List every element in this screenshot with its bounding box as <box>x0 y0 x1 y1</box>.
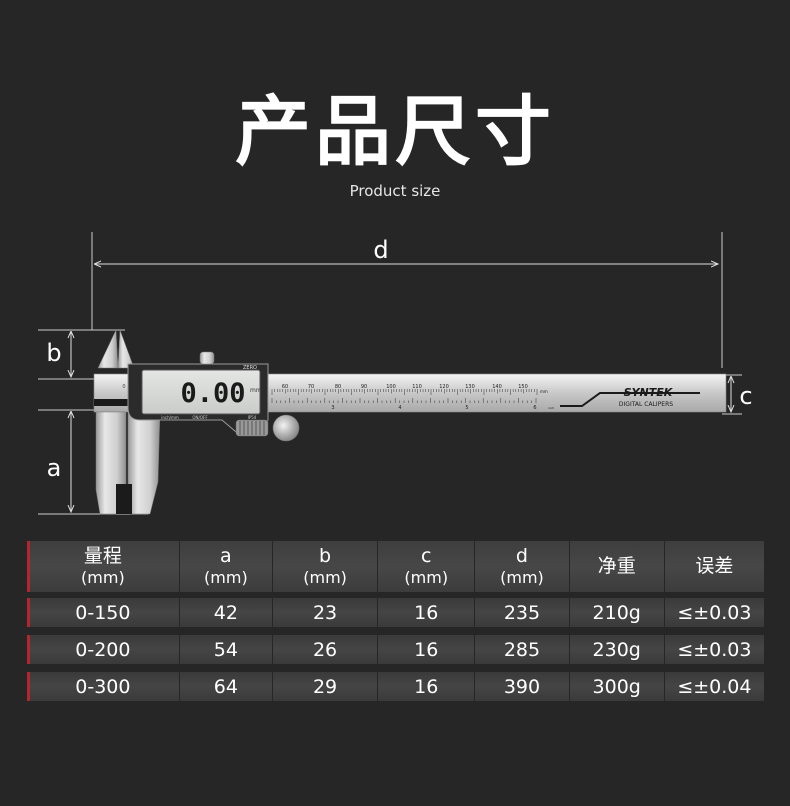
table-cell: 230g <box>569 635 665 664</box>
table-cell: 390 <box>475 672 570 701</box>
table-row: 0-300 64 29 16 390 300g ≤±0.04 <box>27 672 764 701</box>
table-cell: 0-150 <box>27 598 180 627</box>
brand-logo: SYNTEK <box>624 386 674 399</box>
table-cell: 16 <box>378 635 476 664</box>
dimension-c: c <box>722 374 753 415</box>
header-c: c(mm) <box>378 541 476 592</box>
scale-number: 100 <box>386 384 396 390</box>
row-accent <box>27 672 30 701</box>
scale-numbers-mm: 60 70 80 90 100 110 120 130 140 150 mm <box>282 384 548 394</box>
inch-mm-button-label: inch/mm <box>161 415 179 420</box>
table-header-row: 量程(mm) a(mm) b(mm) c(mm) d(mm) 净重 误差 <box>27 541 764 592</box>
scale-number: 70 <box>308 384 314 390</box>
table-cell: 54 <box>179 635 273 664</box>
table-cell: 285 <box>475 635 570 664</box>
scale-unit: mm <box>540 389 548 394</box>
label-d: d <box>373 236 388 264</box>
scale-number: 120 <box>439 384 449 390</box>
ip-rating-label: IP54 <box>248 415 257 420</box>
table-cell: 0-300 <box>27 672 180 701</box>
dimension-b: b <box>38 329 125 380</box>
dimension-d: d <box>91 232 723 368</box>
table-cell: 235 <box>475 598 570 627</box>
table-cell: 300g <box>569 672 665 701</box>
table-cell: 16 <box>378 672 476 701</box>
label-a: a <box>47 454 62 482</box>
row-accent <box>27 541 30 592</box>
label-c: c <box>739 382 752 410</box>
display-value: 0.00 <box>180 378 245 409</box>
table-row: 0-200 54 26 16 285 230g ≤±0.03 <box>27 635 764 664</box>
table-cell: ≤±0.04 <box>664 672 764 701</box>
scale-number: 150 <box>518 384 528 390</box>
table-cell: ≤±0.03 <box>664 598 764 627</box>
caliper: 0.00 mm ZERO inch/mm ON/OFF IP54 0 60 70… <box>93 329 727 515</box>
row-accent <box>27 635 30 664</box>
header-b: b(mm) <box>273 541 379 592</box>
table-cell: 0-200 <box>27 635 180 664</box>
product-label: DIGITAL CALIPERS <box>619 401 673 408</box>
table-cell: 210g <box>569 598 665 627</box>
table-cell: 26 <box>273 635 379 664</box>
row-accent <box>27 598 30 627</box>
zero-mark: 0 <box>122 384 125 390</box>
header-d: d(mm) <box>475 541 570 592</box>
header-a: a(mm) <box>179 541 273 592</box>
scale-number: 110 <box>412 384 422 390</box>
thumb-wheel <box>235 414 300 442</box>
page-title: 产品尺寸 <box>235 87 555 176</box>
table-cell: 16 <box>378 598 476 627</box>
lcd-display <box>141 369 261 415</box>
scale-number: 3 <box>331 405 334 411</box>
header-error: 误差 <box>664 541 764 592</box>
scale-number: 4 <box>398 405 401 411</box>
scale-number: 5 <box>465 405 468 411</box>
scale-number: 60 <box>282 384 288 390</box>
scale-numbers-inch: 3 4 5 6 inch <box>331 405 554 411</box>
onoff-button-label: ON/OFF <box>192 415 208 420</box>
scale-ticks <box>271 389 538 403</box>
scale-number: 140 <box>492 384 502 390</box>
table-cell: 42 <box>179 598 273 627</box>
table-cell: 29 <box>273 672 379 701</box>
spec-table: 量程(mm) a(mm) b(mm) c(mm) d(mm) 净重 误差 0-1… <box>27 541 764 709</box>
table-cell: 23 <box>273 598 379 627</box>
display-unit: mm <box>250 387 262 394</box>
table-cell: 64 <box>179 672 273 701</box>
scale-number: 130 <box>465 384 475 390</box>
scale-number: 6 <box>533 405 536 411</box>
page-subtitle: Product size <box>349 182 441 200</box>
header-range: 量程(mm) <box>27 541 180 592</box>
table-cell: ≤±0.03 <box>664 635 764 664</box>
scale-number: 90 <box>361 384 367 390</box>
scale-unit: inch <box>548 406 554 410</box>
table-row: 0-150 42 23 16 235 210g ≤±0.03 <box>27 598 764 627</box>
zero-button-label: ZERO <box>243 365 257 371</box>
caliper-diagram: d b a c 0.00 mm <box>38 232 753 515</box>
scale-number: 80 <box>335 384 341 390</box>
header-weight: 净重 <box>569 541 665 592</box>
label-b: b <box>46 339 61 367</box>
